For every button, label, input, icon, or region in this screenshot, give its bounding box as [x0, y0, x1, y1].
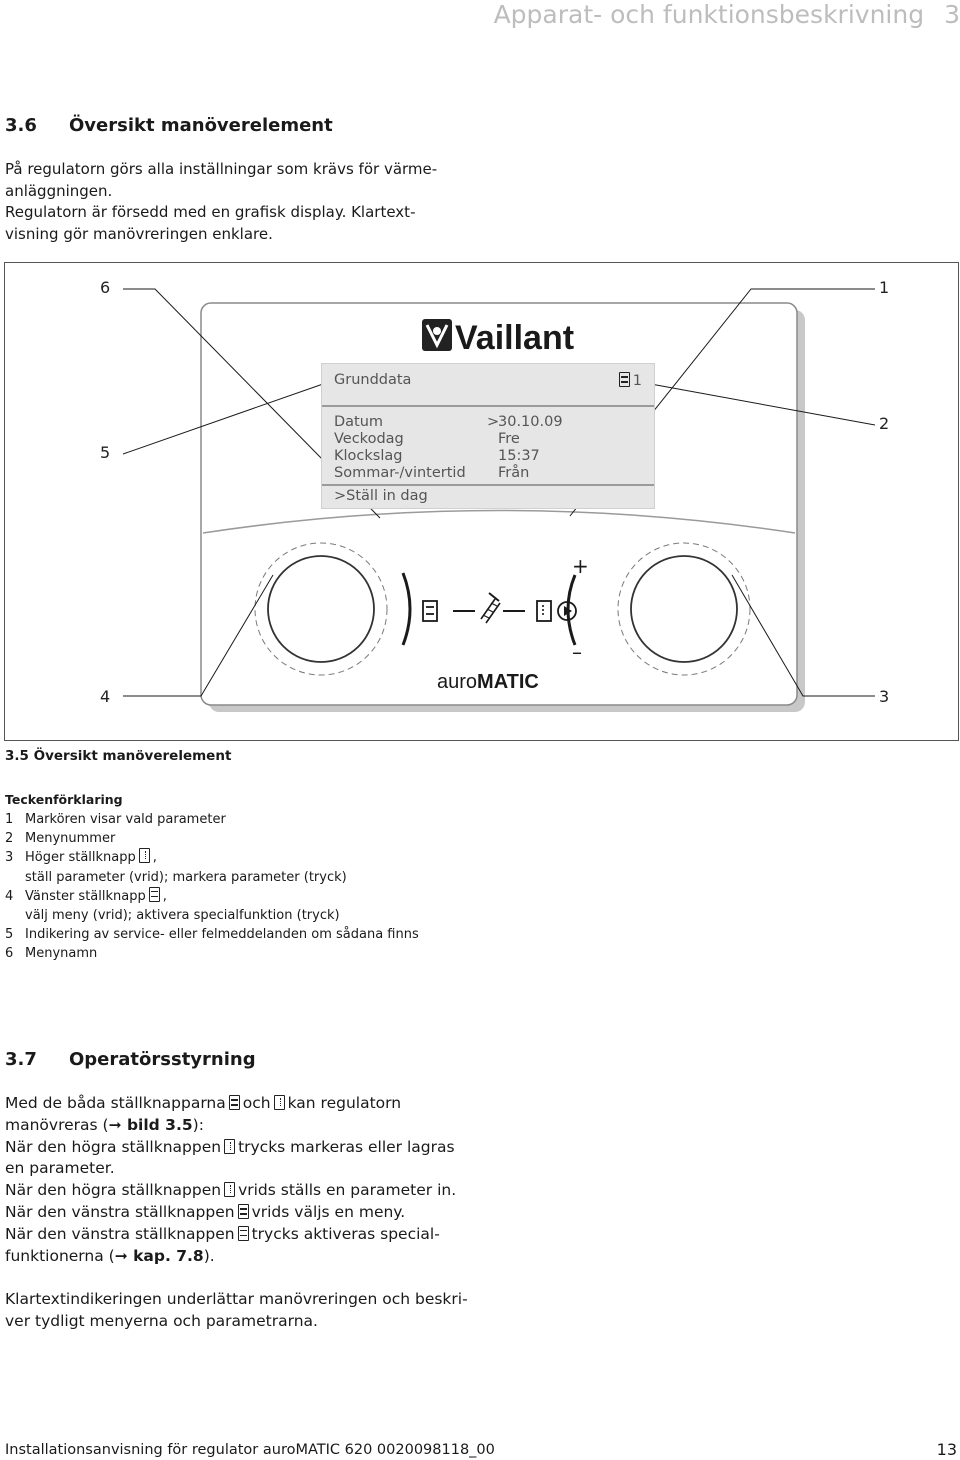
vaillant-logo-icon: [422, 319, 452, 351]
right-knob-ring: [617, 542, 751, 676]
paragraph-line: Klartextindikeringen underlättar manövre…: [5, 1290, 468, 1308]
parameter-knob-icon: [536, 600, 552, 622]
display-row: Sommar-/vintertid Från: [334, 465, 644, 482]
section-title: Översikt manöverelement: [69, 115, 333, 136]
display-row: Klockslag 15:37: [334, 448, 644, 465]
right-knob[interactable]: [630, 555, 738, 663]
display-divider: [322, 484, 654, 486]
page-number: 13: [936, 1440, 957, 1459]
paragraph-line: På regulatorn görs alla inställningar so…: [5, 160, 438, 178]
section-3-7-paragraph-2: Klartextindikeringen underlättar manövre…: [5, 1289, 468, 1333]
display-row: Datum > 30.10.09: [334, 414, 644, 431]
display-row-label: Veckodag: [334, 431, 404, 447]
paragraph-line: anläggningen.: [5, 181, 113, 200]
left-knob-ring: [254, 542, 388, 676]
display-footer: >Ställ in dag: [334, 488, 428, 504]
chapter-reference-link[interactable]: ➞ kap. 7.8: [114, 1246, 204, 1265]
menu-knob-icon: [422, 600, 438, 622]
figure-reference-link[interactable]: ➞ bild 3.5: [108, 1115, 193, 1134]
menu-name: Grunddata: [334, 372, 412, 388]
display-divider: [322, 405, 654, 407]
section-title: Operatörsstyrning: [69, 1049, 256, 1070]
list-item-continuation: välj meny (vrid); aktivera specialfunkti…: [25, 908, 340, 924]
callout-2: 2: [879, 414, 890, 433]
display-row: Veckodag Fre: [334, 431, 644, 448]
menu-knob-icon: [237, 1203, 249, 1219]
display-row-value: Fre: [498, 431, 520, 447]
callout-3: 3: [879, 687, 890, 706]
menu-knob-icon: [148, 886, 160, 902]
parameter-knob-icon: [224, 1138, 236, 1154]
running-header: Apparat- och funktionsbeskrivning 3: [494, 0, 960, 30]
section-3-6-heading: 3.6 Översikt manöverelement: [5, 115, 333, 136]
parameter-knob-icon: [224, 1182, 236, 1198]
parameter-knob-icon: [138, 848, 150, 864]
menu-knob-icon: [228, 1095, 240, 1110]
left-knob[interactable]: [267, 555, 375, 663]
display-row-value: 30.10.09: [498, 414, 563, 430]
callout-1: 1: [879, 278, 890, 297]
menu-knob-icon: [237, 1225, 249, 1241]
display-row-label: Klockslag: [334, 448, 403, 464]
display-row-label: Sommar-/vintertid: [334, 465, 466, 481]
paragraph-line: manövreras (➞ bild 3.5):: [5, 1115, 204, 1134]
vaillant-brand: Vaillant: [455, 319, 574, 357]
play-icon: [557, 601, 577, 621]
device-contour: [202, 509, 796, 534]
left-knob-arc: [401, 572, 412, 646]
chimney-sweep-icon: [480, 592, 501, 624]
running-header-title: Apparat- och funktionsbeskrivning: [493, 0, 925, 29]
page-footer: Installationsanvisning för regulator aur…: [5, 1442, 495, 1458]
callout-5: 5: [100, 443, 111, 462]
parameter-knob-icon: [273, 1095, 285, 1110]
paragraph-line: visning gör manövreringen enklare.: [5, 224, 273, 243]
minus-sign: –: [572, 640, 582, 664]
paragraph-line: en parameter.: [5, 1159, 115, 1178]
section-3-7-heading: 3.7 Operatörsstyrning: [5, 1049, 256, 1070]
paragraph-line: Regulatorn är försedd med en grafisk dis…: [5, 203, 416, 221]
figure-caption: 3.5 Översikt manöverelement: [5, 748, 232, 764]
running-header-chapter: 3: [944, 0, 960, 29]
display-row-label: Datum: [334, 414, 384, 430]
legend-title: Teckenförklaring: [5, 792, 123, 807]
menu-icon: [618, 372, 630, 387]
plus-sign: +: [572, 554, 589, 578]
menu-number: 1: [616, 372, 642, 389]
section-number: 3.6: [5, 115, 37, 136]
list-item-continuation: ställ parameter (vrid); markera paramete…: [25, 869, 347, 885]
section-number: 3.7: [5, 1049, 37, 1070]
section-3-6-paragraph: På regulatorn görs alla inställningar so…: [5, 159, 437, 245]
paragraph-line: ver tydligt menyerna och parametrarna.: [5, 1311, 318, 1330]
cursor-icon: >: [487, 414, 500, 430]
callout-4: 4: [100, 687, 111, 706]
paragraph-line: funktionerna (➞ kap. 7.8).: [5, 1246, 215, 1265]
display-row-value: 15:37: [498, 448, 540, 464]
product-logo: auroMATIC: [437, 671, 539, 693]
lcd-display: Grunddata 1 Datum > 30.10.09 Veckodag Fr…: [321, 363, 655, 509]
callout-6: 6: [100, 278, 111, 297]
display-row-value: Från: [498, 465, 530, 481]
